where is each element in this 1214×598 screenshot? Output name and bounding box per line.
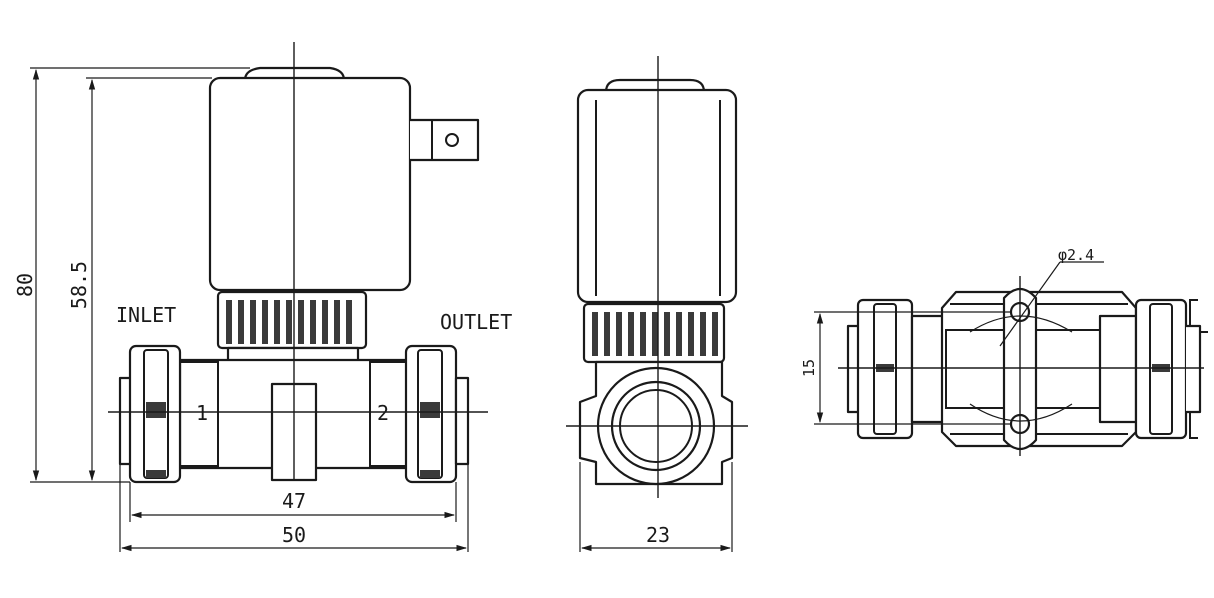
dimension-mount-height-value: 15: [800, 359, 818, 377]
outlet-label: OUTLET: [440, 310, 512, 334]
side-coil-body: [576, 88, 738, 304]
inlet-label: INLET: [116, 303, 176, 327]
dimension-total-height-value: 80: [13, 273, 37, 297]
side-view: 23: [566, 56, 748, 552]
dimension-total-width-value: 50: [282, 523, 306, 547]
terminal-tab: [410, 118, 480, 162]
coil-body: [208, 76, 412, 292]
hole-diameter-value: φ2.4: [1058, 246, 1094, 264]
dimension-depth-value: 23: [646, 523, 670, 547]
side-nut-ribs: [592, 312, 718, 356]
dimension-port-spacing-value: 47: [282, 489, 306, 513]
dimension-body-height-value: 58.5: [67, 261, 91, 309]
terminal-hole: [445, 133, 459, 147]
top-view: φ2.4 15: [800, 246, 1208, 456]
port-2-label: 2: [377, 401, 389, 425]
front-view: 1 2 INLET OUTLET 80 58.5 47 50: [13, 42, 512, 552]
hole-diameter-leader: [999, 261, 1061, 347]
top-right-tube: [1098, 314, 1138, 424]
port-1-label: 1: [196, 401, 208, 425]
top-left-tube: [910, 314, 948, 424]
top-right-fitting-lip: [1186, 324, 1202, 414]
right-fitting-lip: [454, 376, 470, 466]
nut-ribs: [226, 300, 352, 344]
